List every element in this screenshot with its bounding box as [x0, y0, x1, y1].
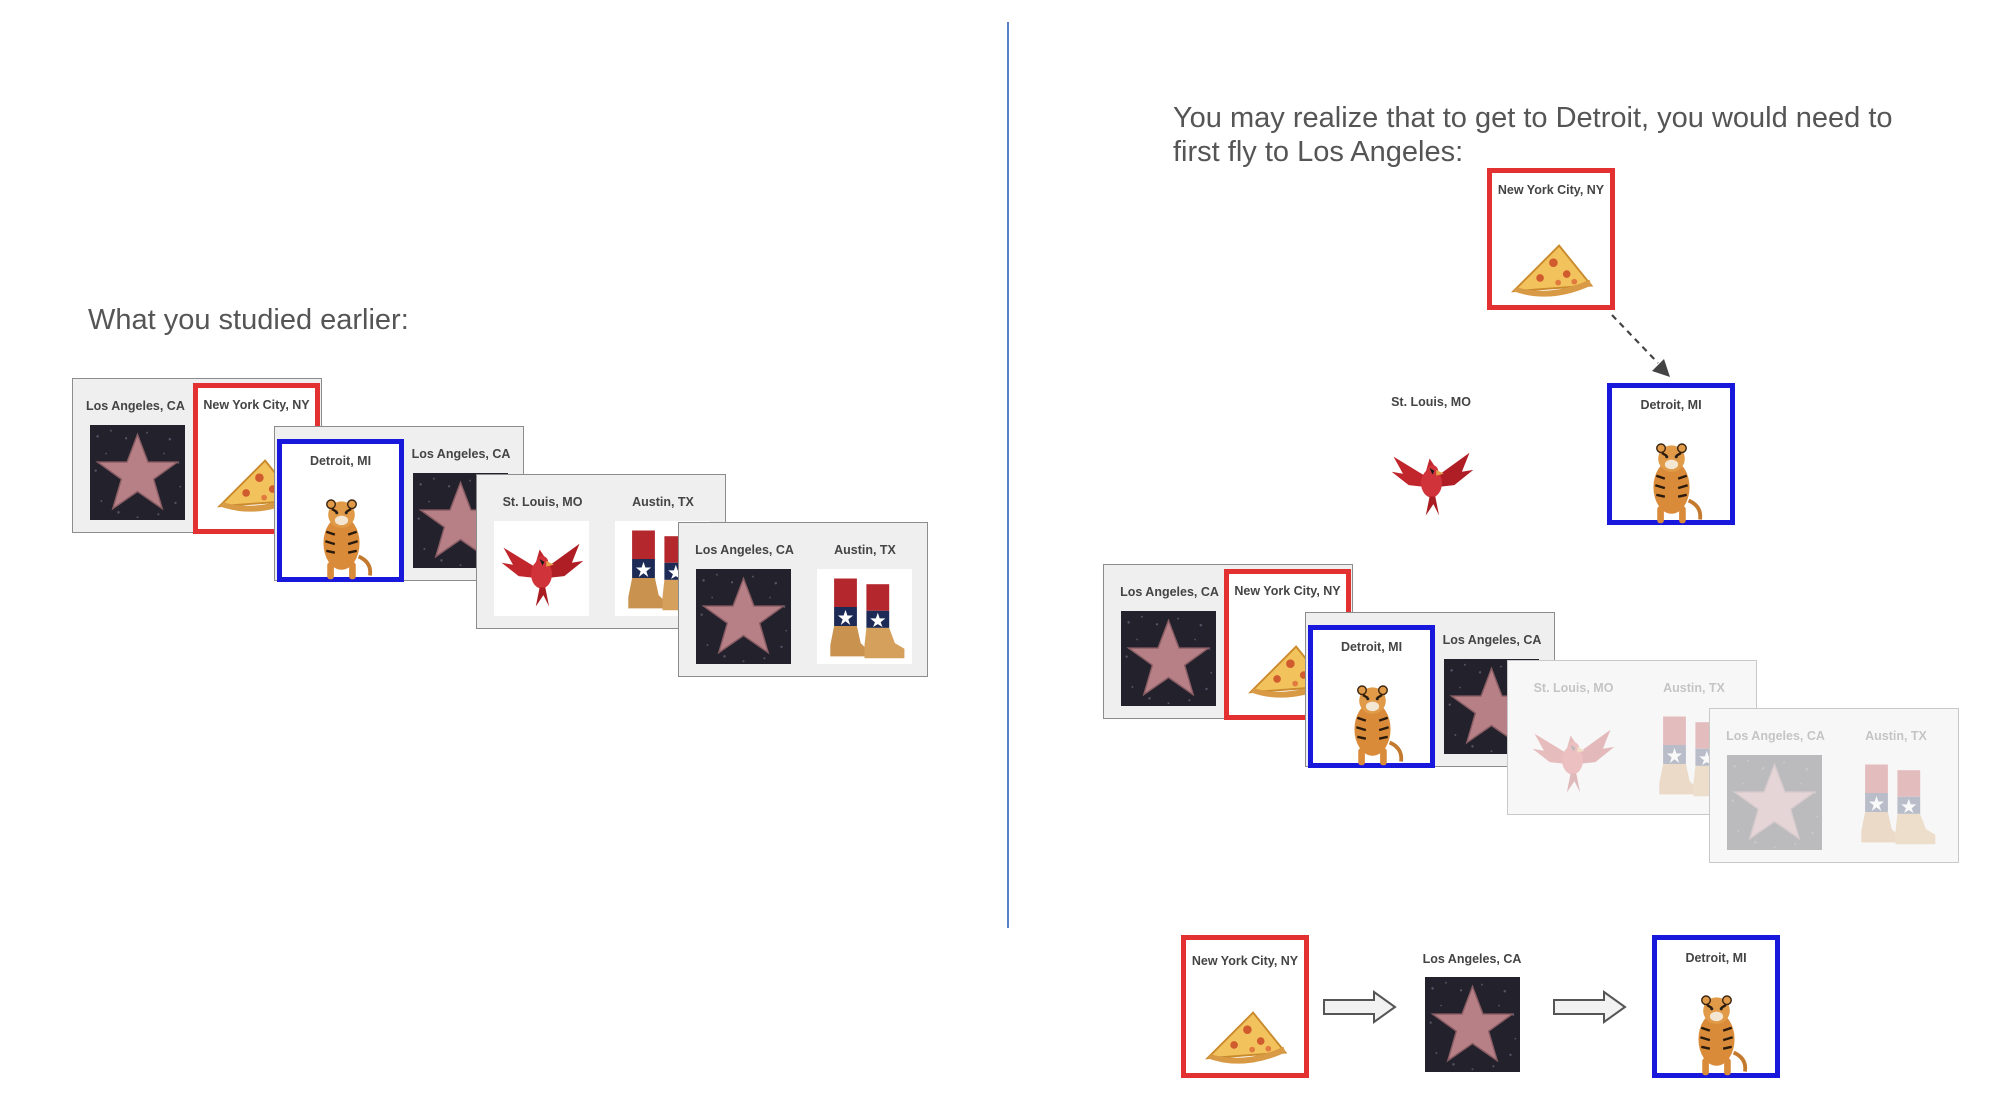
walk-of-fame-star-icon [90, 425, 185, 520]
card-label-austin: Austin, TX [632, 495, 694, 509]
path-label-detroit: Detroit, MI [1685, 951, 1747, 965]
recall-card-4-faded: Los Angeles, CA Austin, TX [1709, 708, 1959, 863]
card-label-la: Los Angeles, CA [411, 447, 511, 461]
tiger-icon [1669, 986, 1764, 1081]
highlight-goal-detroit: Detroit, MI [1308, 625, 1435, 768]
left-heading: What you studied earlier: [88, 304, 409, 336]
card-label-detroit: Detroit, MI [1340, 640, 1403, 654]
walk-of-fame-star-icon [1121, 611, 1216, 706]
pizza-slice-icon [1198, 986, 1293, 1081]
node-label-detroit: Detroit, MI [1640, 398, 1702, 412]
card-label-la: Los Angeles, CA [86, 399, 185, 413]
card-label-la: Los Angeles, CA [1442, 633, 1542, 647]
pizza-slice-icon [1504, 219, 1599, 314]
walk-of-fame-star-icon [1727, 755, 1822, 850]
right-heading-line-2: first fly to Los Angeles: [1173, 136, 1464, 168]
path-label-la: Los Angeles, CA [1422, 952, 1522, 966]
highlight-goal-detroit: Detroit, MI [277, 439, 404, 582]
cardinal-bird-icon [1525, 707, 1620, 802]
path-goal-detroit: Detroit, MI [1652, 935, 1780, 1078]
card-label-la: Los Angeles, CA [1726, 729, 1825, 743]
tiger-icon [1325, 676, 1420, 771]
right-heading-line-1: You may realize that to get to Detroit, … [1173, 102, 1893, 134]
card-label-detroit: Detroit, MI [309, 454, 372, 468]
study-card-4: Los Angeles, CA Austin, TX [678, 522, 928, 677]
path-start-nyc: New York City, NY [1181, 935, 1309, 1078]
walk-of-fame-star-icon [696, 569, 791, 664]
vertical-divider [1007, 22, 1009, 928]
path-arrow-1 [1323, 990, 1397, 1024]
card-label-nyc: New York City, NY [203, 398, 310, 412]
cowboy-boots-icon [817, 569, 912, 664]
cowboy-boots-icon [1848, 755, 1943, 850]
card-label-stl: St. Louis, MO [502, 495, 583, 509]
card-label-stl: St. Louis, MO [1533, 681, 1614, 695]
card-label-austin: Austin, TX [1663, 681, 1725, 695]
tiger-icon [1624, 434, 1719, 529]
cardinal-bird-icon [494, 521, 589, 616]
card-label-la: Los Angeles, CA [695, 543, 794, 557]
path-label-nyc: New York City, NY [1191, 954, 1299, 968]
path-arrow-2 [1553, 990, 1627, 1024]
start-node-nyc: New York City, NY [1487, 168, 1615, 310]
tiger-icon [294, 490, 389, 585]
card-label-austin: Austin, TX [1865, 729, 1927, 743]
node-label-nyc: New York City, NY [1497, 183, 1605, 197]
card-label-austin: Austin, TX [834, 543, 896, 557]
card-label-nyc: New York City, NY [1234, 584, 1341, 598]
goal-node-detroit: Detroit, MI [1607, 383, 1735, 525]
dashed-arrow [1611, 314, 1670, 377]
cardinal-bird-icon [1384, 430, 1479, 525]
card-label-la: Los Angeles, CA [1120, 585, 1219, 599]
walk-of-fame-star-icon [1425, 977, 1520, 1072]
node-label-stl: St. Louis, MO [1391, 395, 1471, 409]
